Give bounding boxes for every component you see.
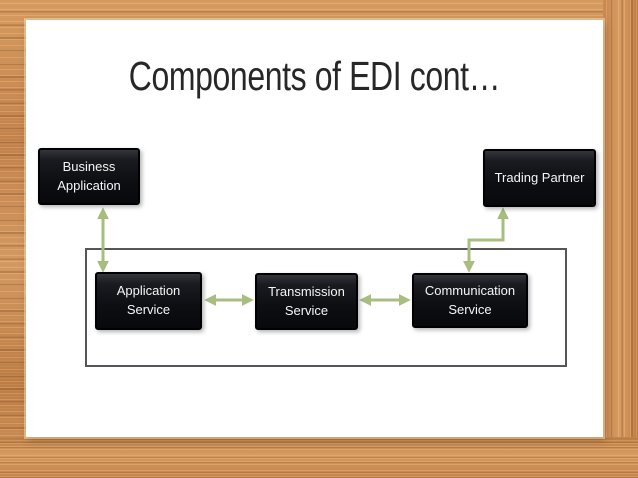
node-label: Communication Service bbox=[424, 282, 516, 317]
node-business-application: Business Application bbox=[38, 148, 140, 205]
node-label: Application Service bbox=[116, 283, 181, 317]
wood-frame-bottom bbox=[0, 437, 638, 478]
node-label: Business Application bbox=[57, 158, 121, 193]
node-communication-service: Communication Service bbox=[412, 273, 528, 328]
node-label: Transmission Service bbox=[268, 283, 345, 318]
connector-arrows bbox=[97, 207, 509, 306]
connector-communication-to-trading-partner bbox=[463, 207, 509, 273]
slide-title: Components of EDI cont… bbox=[128, 53, 501, 99]
node-transmission-service: Transmission Service bbox=[255, 273, 358, 330]
node-trading-partner: Trading Partner bbox=[483, 149, 596, 207]
node-label: Trading Partner bbox=[494, 169, 585, 185]
wood-frame-right bbox=[603, 0, 638, 478]
presentation-slide: Components of EDI cont… Business Applica… bbox=[26, 20, 603, 437]
node-application-service: Application Service bbox=[95, 272, 202, 330]
services-group-outline bbox=[85, 248, 567, 367]
